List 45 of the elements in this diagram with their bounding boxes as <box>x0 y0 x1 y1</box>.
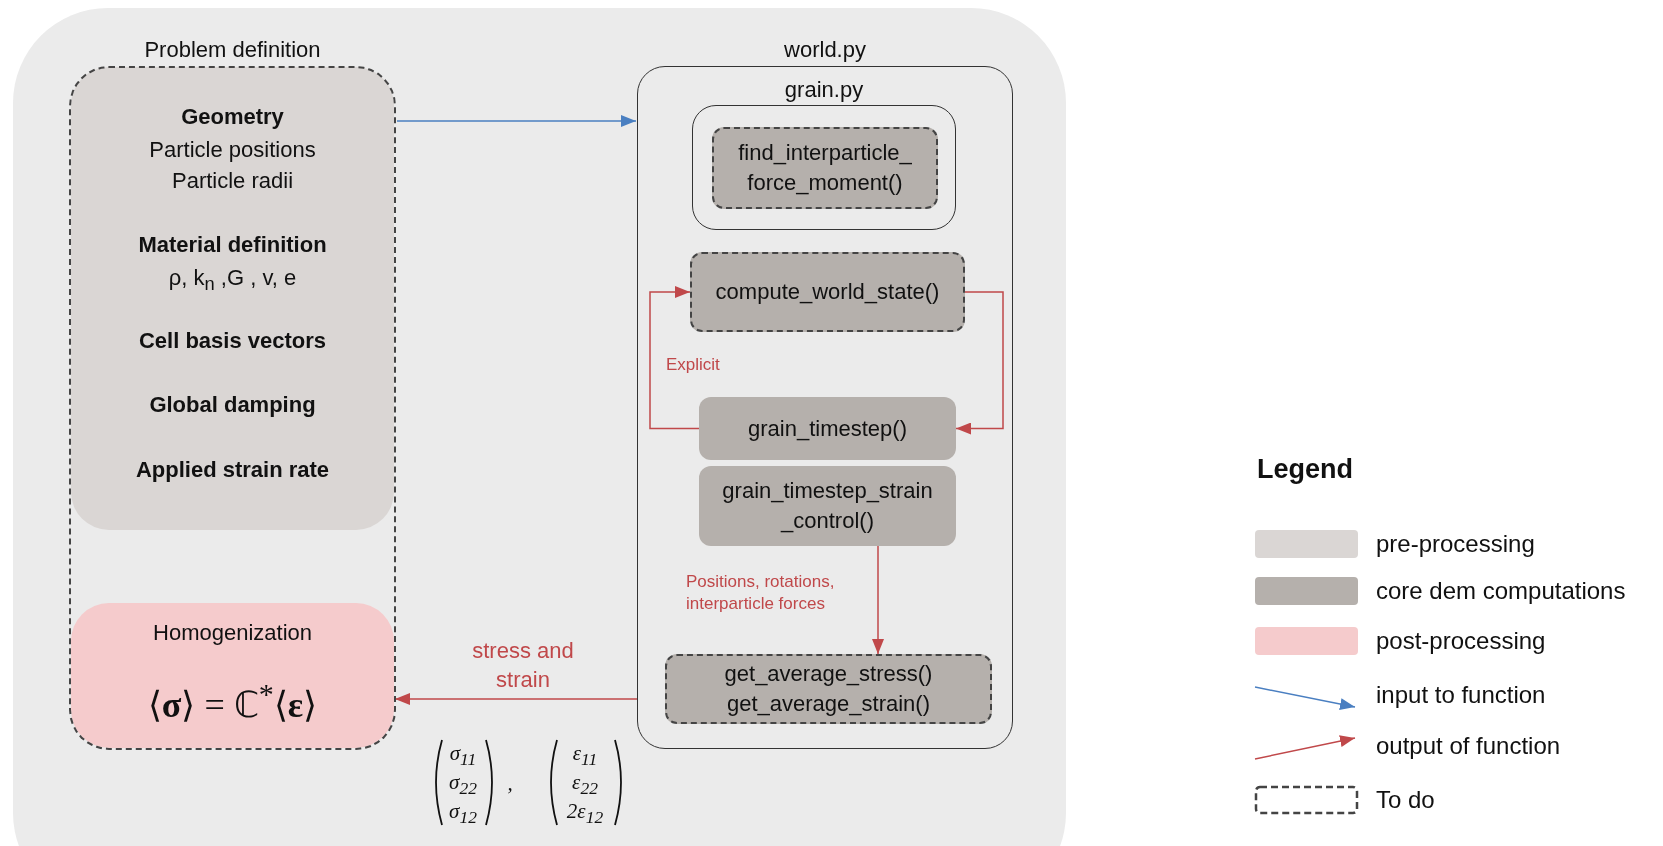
matrix-entry: ε$_{11}$ <box>572 740 598 772</box>
function-name: get_average_stress() <box>724 660 933 688</box>
body-text: Particle radii <box>172 168 293 194</box>
arrow <box>396 115 637 127</box>
group-title: Problem definition <box>144 36 321 64</box>
legend-text: To do <box>1376 785 1435 815</box>
arrow <box>649 286 700 430</box>
matrix-entry: σ$_{11}$ <box>449 740 477 772</box>
formula: ⟨σ⟩ = ℂ$^{*}$⟨ε⟩ <box>147 676 318 727</box>
section-heading: Cell basis vectors <box>138 328 327 354</box>
legend-text: core dem computations <box>1376 576 1626 606</box>
function-box <box>699 397 956 460</box>
legend-text: pre-processing <box>1376 529 1535 559</box>
group-title: grain.py <box>784 76 864 104</box>
function-name: grain_timestep() <box>748 414 907 443</box>
function-name: get_average_strain() <box>727 690 930 718</box>
arrow <box>955 291 1004 435</box>
section-heading: Geometry <box>181 104 284 130</box>
section-heading: Material definition <box>138 232 327 258</box>
matrix-entry: σ$_{22}$ <box>449 769 477 801</box>
legend-text: post-processing <box>1376 626 1546 656</box>
section-heading: Global damping <box>149 392 316 418</box>
postprocessing-panel <box>71 603 394 748</box>
function-name: grain_timestep_strain _control() <box>721 477 934 535</box>
body-text: ρ, k$_{n}$ ,G , v, e <box>168 265 297 297</box>
function-name: compute_world_state() <box>715 278 940 306</box>
matrix-entry: 2ε$_{12}$ <box>566 798 604 830</box>
function-box <box>690 252 965 332</box>
function-box <box>699 466 956 546</box>
function-box <box>712 127 938 209</box>
matrix-entry: σ$_{12}$ <box>449 798 477 830</box>
function-name: find_interparticle_ force_moment() <box>737 139 913 197</box>
arrow <box>394 693 638 705</box>
legend-text: input to function <box>1376 680 1546 710</box>
matrix-entry: , <box>507 770 513 796</box>
panel-heading: Homogenization <box>153 620 312 646</box>
legend-title: Legend <box>1257 453 1353 486</box>
section-heading: Applied strain rate <box>135 457 330 483</box>
legend-text: output of function <box>1376 731 1561 761</box>
function-box <box>665 654 992 724</box>
group-title: world.py <box>784 36 866 64</box>
body-text: Particle positions <box>149 137 316 163</box>
arrow <box>872 545 884 655</box>
matrix-entry: ε$_{22}$ <box>572 769 598 801</box>
preprocessing-panel <box>71 67 394 530</box>
